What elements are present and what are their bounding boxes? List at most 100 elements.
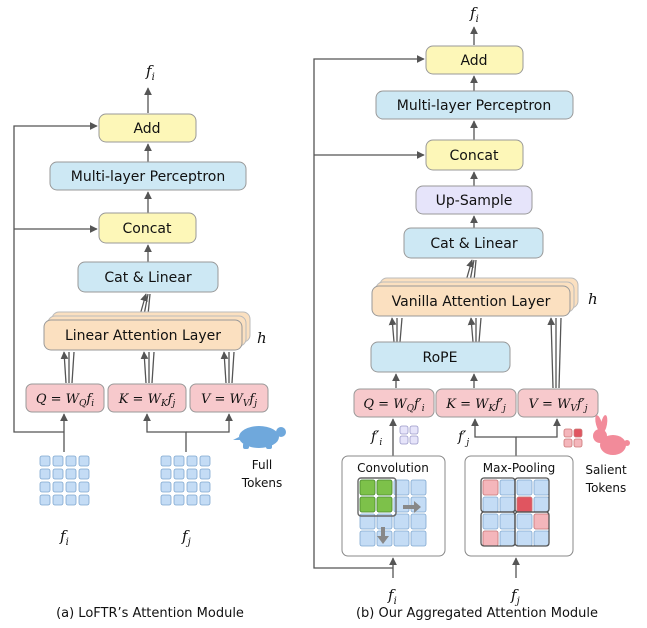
salient-tokens-icon <box>563 428 583 448</box>
token-cell <box>573 428 583 438</box>
token-cell <box>173 468 185 480</box>
left-attention-label: Linear Attention Layer <box>65 328 221 344</box>
token-cell <box>533 530 550 547</box>
right-caption: (b) Our Aggregated Attention Module <box>356 606 598 621</box>
right-q-label: Q = WQf′i <box>363 397 424 414</box>
token-cell <box>533 496 550 513</box>
left-token-grid-i <box>39 455 90 506</box>
token-cell <box>399 435 409 445</box>
maxpooling-token-grid <box>480 477 550 547</box>
left-mlp-label: Multi-layer Perceptron <box>71 169 225 185</box>
right-fj-label: fj <box>510 586 520 607</box>
right-k-box <box>435 388 517 418</box>
salient-label: Salient <box>585 463 627 477</box>
token-cell <box>410 479 427 496</box>
token-cell <box>499 530 516 547</box>
token-cell <box>160 468 172 480</box>
token-cell <box>399 425 409 435</box>
right-mlp-label: Multi-layer Perceptron <box>397 98 551 114</box>
left-add-label: Add <box>133 121 160 137</box>
token-cell <box>563 428 573 438</box>
token-cell <box>52 468 64 480</box>
left-q-label: Q = WQfi <box>36 392 94 409</box>
token-cell <box>78 481 90 493</box>
token-cell <box>199 455 211 467</box>
token-cell <box>533 479 550 496</box>
turtle-icon <box>233 426 286 449</box>
aggregated-tokens-icon <box>399 425 419 445</box>
token-cell <box>65 455 77 467</box>
token-cell <box>52 481 64 493</box>
left-panel: fi Add Multi-layer Perceptron Concat Cat… <box>13 62 286 621</box>
left-k-label: K = WKfj <box>118 392 176 409</box>
right-attention-label: Vanilla Attention Layer <box>392 294 551 310</box>
token-cell <box>409 425 419 435</box>
token-cell <box>359 513 376 530</box>
token-cell <box>533 513 550 530</box>
right-mlp-box <box>375 90 574 120</box>
left-mlp-box <box>49 161 247 191</box>
token-cell <box>482 530 499 547</box>
token-cell <box>393 530 410 547</box>
right-catlinear-box <box>403 227 544 259</box>
token-cell <box>516 496 533 513</box>
token-cell <box>65 468 77 480</box>
left-q-box <box>25 383 105 413</box>
right-concat-label: Concat <box>450 148 499 164</box>
convolution-label: Convolution <box>357 461 429 475</box>
token-cell <box>563 438 573 448</box>
right-output-label: fi <box>469 4 479 25</box>
right-fj-prime-label: f′j <box>457 429 469 448</box>
pool-window <box>514 511 550 547</box>
token-cell <box>173 455 185 467</box>
token-cell <box>376 479 393 496</box>
left-catlinear-label: Cat & Linear <box>104 270 191 286</box>
right-add-label: Add <box>460 53 487 69</box>
token-cell <box>359 479 376 496</box>
right-fi-label: fi <box>387 586 397 607</box>
left-output-label: fi <box>145 62 155 83</box>
token-cell <box>160 455 172 467</box>
token-cell <box>78 455 90 467</box>
left-concat-box <box>98 212 197 244</box>
left-heads-label: h <box>257 329 267 347</box>
left-catlinear-box <box>77 261 219 293</box>
kernel-outline <box>357 477 397 517</box>
right-add-box <box>425 45 524 75</box>
right-rope-label: RoPE <box>423 350 458 366</box>
left-fi-label: fi <box>59 527 69 548</box>
token-cell <box>482 513 499 530</box>
token-cell <box>516 513 533 530</box>
token-cell <box>39 494 51 506</box>
right-panel: fi Add Multi-layer Perceptron Concat Up-… <box>313 4 630 621</box>
token-cell <box>160 481 172 493</box>
token-cell <box>65 494 77 506</box>
token-cell <box>199 494 211 506</box>
stride-right-arrow <box>403 501 421 513</box>
token-cell <box>499 479 516 496</box>
right-upsample-box <box>415 185 533 215</box>
token-cell <box>186 494 198 506</box>
right-q-box <box>353 388 435 418</box>
token-cell <box>409 435 419 445</box>
token-cell <box>39 481 51 493</box>
token-cell <box>393 513 410 530</box>
token-cell <box>186 468 198 480</box>
left-v-label: V = WVfj <box>201 392 257 409</box>
right-fi-prime-label: f′i <box>370 429 382 448</box>
full-label: Full <box>252 458 273 472</box>
token-cell <box>186 481 198 493</box>
token-cell <box>410 530 427 547</box>
token-cell <box>78 494 90 506</box>
right-v-box <box>517 388 599 418</box>
left-add-box <box>98 113 197 143</box>
token-cell <box>173 481 185 493</box>
left-caption: (a) LoFTR’s Attention Module <box>56 606 244 621</box>
token-cell <box>39 455 51 467</box>
stride-down-arrow <box>377 527 389 544</box>
left-token-grid-j <box>160 455 211 506</box>
token-cell <box>482 479 499 496</box>
token-cell <box>65 481 77 493</box>
maxpooling-label: Max-Pooling <box>483 461 556 475</box>
